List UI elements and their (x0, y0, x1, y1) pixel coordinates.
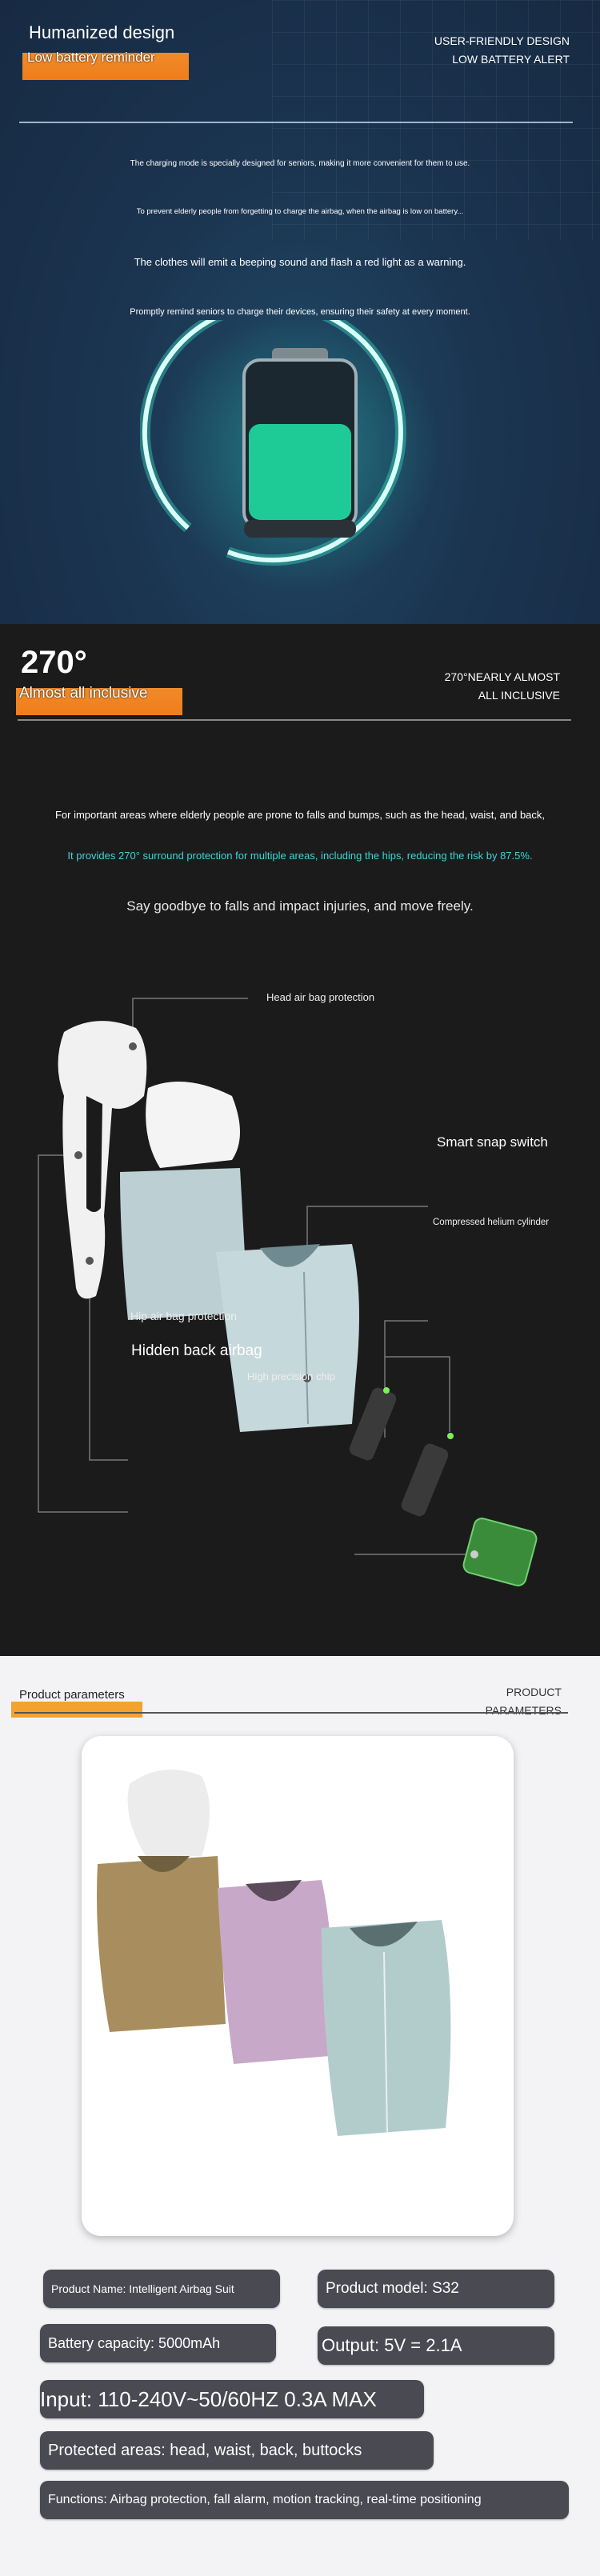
airbag-exploded-diagram (38, 998, 538, 1586)
divider (19, 122, 573, 123)
spec-product-model: Product model: S32 (318, 2270, 554, 2308)
battery-ring-illustration (140, 320, 440, 592)
spec-input: Input: 110-240V~50/60HZ 0.3A MAX (40, 2380, 424, 2418)
spec-battery-capacity: Battery capacity: 5000mAh (40, 2324, 276, 2362)
vest-products-illustration (97, 1770, 451, 2136)
head-airbag-front (146, 1082, 240, 1168)
params-section: Product parameters PRODUCT PARAMETERS Pr… (0, 1656, 600, 2576)
helium-cylinder-2 (401, 1433, 454, 1517)
head-airbag (58, 1021, 147, 1299)
tagline-line: USER-FRIENDLY DESIGN (434, 34, 570, 47)
section-subtitle: Almost all inclusive (19, 685, 148, 702)
tagline-line: PRODUCT (506, 1686, 562, 1698)
section-title: 270° (21, 645, 87, 680)
section-tagline: 270°NEARLY ALMOST ALL INCLUSIVE (445, 668, 560, 705)
spec-protected-areas: Protected areas: head, waist, back, butt… (40, 2431, 434, 2470)
callout-back-airbag: Hidden back airbag (131, 1342, 262, 1359)
vest-back (120, 1168, 248, 1320)
callout-head-airbag: Head air bag protection (266, 991, 375, 1003)
chip (462, 1518, 538, 1586)
paragraph: The charging mode is specially designed … (130, 159, 470, 168)
callout-helium-cylinder: Compressed helium cylinder (433, 1218, 550, 1227)
helium-cylinder-1 (349, 1387, 397, 1461)
tagline-line: PARAMETERS (485, 1704, 562, 1717)
tagline-line: 270°NEARLY ALMOST (444, 670, 560, 683)
paragraph: The clothes will emit a beeping sound an… (134, 256, 466, 268)
vest-front (216, 1244, 359, 1432)
section-title: Humanized design (29, 22, 175, 42)
paragraph: To prevent elderly people from forgettin… (136, 207, 464, 216)
callout-snap-switch: Smart snap switch (437, 1134, 548, 1150)
callout-chip: High precision chip (247, 1370, 335, 1382)
paragraph: Say goodbye to falls and impact injuries… (126, 898, 474, 914)
section-tagline: PRODUCT PARAMETERS (486, 1683, 562, 1720)
section-tagline: USER-FRIENDLY DESIGN LOW BATTERY ALERT (434, 32, 570, 69)
tagline-line: LOW BATTERY ALERT (452, 53, 570, 66)
spec-functions: Functions: Airbag protection, fall alarm… (40, 2481, 569, 2519)
divider (18, 719, 571, 721)
section-subtitle: Low battery reminder (27, 50, 155, 65)
spec-product-name: Product Name: Intelligent Airbag Suit (43, 2270, 280, 2308)
tagline-line: ALL INCLUSIVE (478, 689, 560, 702)
divider (14, 1712, 568, 1714)
product-image-card (82, 1736, 514, 2236)
battery-section: Humanized design Low battery reminder US… (0, 0, 600, 624)
subtitle-highlight (16, 688, 182, 715)
title-highlight (11, 1702, 142, 1718)
spec-output: Output: 5V = 2.1A (318, 2326, 554, 2365)
paragraph: For important areas where elderly people… (54, 809, 546, 821)
battery-icon (242, 348, 358, 538)
subtitle-highlight (22, 53, 189, 80)
protection-section: 270° Almost all inclusive 270°NEARLY ALM… (0, 624, 600, 1656)
grid-background (272, 0, 600, 240)
paragraph-highlight: It provides 270° surround protection for… (67, 850, 533, 862)
paragraph: Promptly remind seniors to charge their … (130, 307, 470, 317)
callout-hip-airbag: Hip air bag protection (130, 1310, 238, 1322)
section-title: Product parameters (19, 1688, 125, 1702)
